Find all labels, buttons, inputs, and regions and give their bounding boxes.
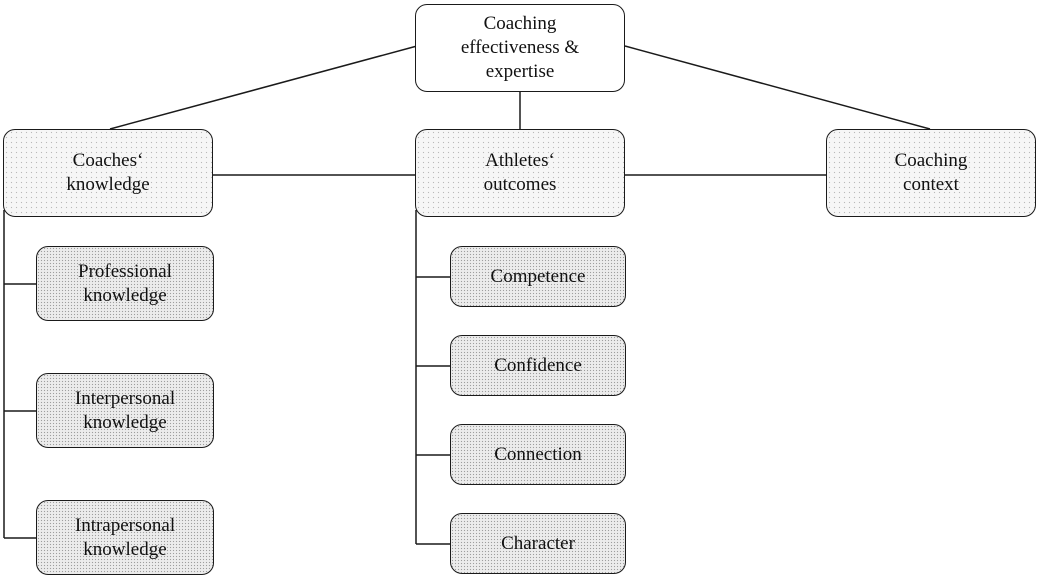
child-node-intrapersonal-knowledge: Intrapersonal knowledge — [36, 500, 214, 575]
connector-root-context — [624, 45, 931, 130]
child-node-competence: Competence — [450, 246, 626, 307]
root-node-coaching-effectiveness: Coaching effectiveness & expertise — [415, 4, 625, 92]
category-node-coaching-context: Coaching context — [826, 129, 1036, 217]
category-node-coaches-knowledge: Coaches‘ knowledge — [3, 129, 213, 217]
child-node-connection: Connection — [450, 424, 626, 485]
child-node-interpersonal-knowledge: Interpersonal knowledge — [36, 373, 214, 448]
connector-root-coaches — [109, 45, 418, 130]
category-node-athletes-outcomes: Athletes‘ outcomes — [415, 129, 625, 217]
child-node-character: Character — [450, 513, 626, 574]
child-node-confidence: Confidence — [450, 335, 626, 396]
child-node-professional-knowledge: Professional knowledge — [36, 246, 214, 321]
